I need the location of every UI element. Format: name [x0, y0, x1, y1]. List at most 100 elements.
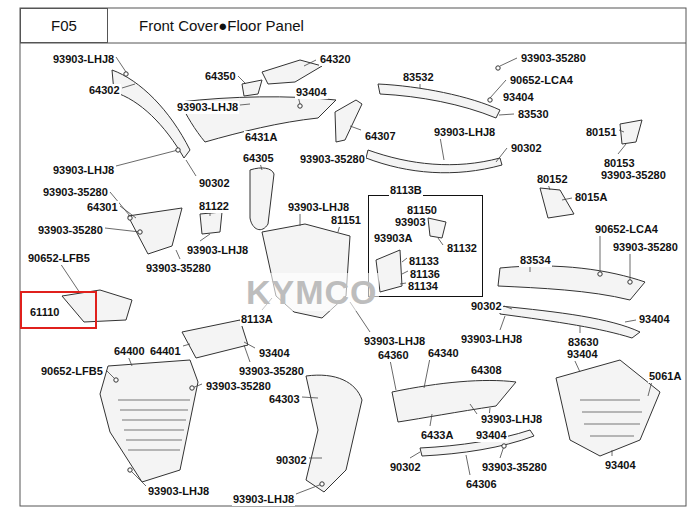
- callout-number: 90652-LFB5: [27, 252, 91, 265]
- callout-number: 93404: [566, 348, 599, 361]
- leader-line: [580, 326, 581, 333]
- callout-number: 64320: [319, 53, 352, 66]
- callout-number: 90302: [510, 142, 543, 155]
- callout-number: 90302: [470, 300, 503, 313]
- front-grille: [100, 360, 198, 482]
- callout-number: 81151: [330, 214, 362, 227]
- screw: [138, 230, 142, 234]
- part-number: 81132: [446, 242, 478, 255]
- grille-slat: [590, 436, 634, 437]
- floor-strip: [420, 430, 534, 456]
- leader-line: [183, 344, 190, 346]
- floor-side: [306, 375, 362, 492]
- sheet-frame: [20, 8, 686, 506]
- callout-number: 93404: [475, 429, 508, 442]
- leader-line: [176, 250, 180, 259]
- leader-line: [424, 358, 430, 388]
- grille-slat: [118, 400, 190, 401]
- callout-number: 64305: [242, 152, 275, 165]
- screw: [298, 104, 302, 108]
- leader-line: [600, 234, 601, 272]
- part-group-box: 8113B811509390393903A8113281133811368113…: [368, 195, 483, 297]
- leader-line: [244, 345, 250, 362]
- callout-number: 93903-LHJ8: [186, 244, 249, 257]
- inner-cover: [128, 208, 182, 254]
- leader-line: [440, 137, 444, 160]
- callout-number: 64302: [88, 84, 121, 97]
- diagram-title: Front Cover●Floor Panel: [138, 17, 305, 35]
- callout-number: 93903-LHJ8: [52, 164, 115, 177]
- callout-number: 90302: [198, 177, 231, 190]
- callout-number: 83530: [517, 108, 550, 121]
- leader-line: [504, 306, 512, 309]
- screw: [598, 272, 602, 276]
- callout-number: 93404: [604, 459, 637, 472]
- callout-number: 93903-LHJ8: [232, 493, 295, 506]
- highlighted-part: [62, 290, 132, 322]
- grille-slat: [582, 412, 642, 413]
- callout-number: 8113A: [240, 313, 274, 326]
- leader-line: [296, 484, 322, 494]
- callout-number: 64400: [113, 345, 146, 358]
- section-code: F05: [50, 17, 78, 35]
- leader-line: [300, 212, 301, 226]
- small-cover: [242, 80, 262, 96]
- screw: [176, 148, 180, 152]
- leader-line: [466, 455, 470, 475]
- callout-number: 64303: [268, 393, 301, 406]
- side-panel: [498, 266, 645, 300]
- callout-number: 6433A: [420, 429, 454, 442]
- leader-line: [562, 198, 572, 200]
- screw: [190, 386, 194, 390]
- callout-number: 93404: [638, 313, 671, 326]
- part-number: 93903A: [373, 232, 414, 245]
- callout-number: 90652-LCA4: [594, 223, 659, 236]
- highlight-box: 61110: [20, 291, 97, 329]
- screw: [128, 216, 132, 220]
- trim-strip: [335, 100, 362, 142]
- leader-line: [500, 58, 517, 66]
- callout-number: 93903-35280: [238, 365, 305, 378]
- header-rule: [20, 43, 686, 44]
- callout-number: 81122: [198, 200, 230, 213]
- leader-line: [350, 126, 361, 130]
- leader-line: [500, 316, 505, 330]
- callout-number: 93903-35280: [205, 380, 272, 393]
- grille-slat: [126, 440, 182, 441]
- leader-line: [470, 404, 477, 414]
- callout-number: 64350: [204, 70, 237, 83]
- leader-line: [116, 150, 178, 166]
- part-number: 81133: [408, 255, 440, 268]
- leader-line: [238, 76, 246, 84]
- leader-line: [116, 57, 126, 72]
- callout-number: 93903-35280: [42, 186, 109, 199]
- grille-slat: [584, 424, 640, 425]
- leader-line: [410, 452, 420, 458]
- grille-slat: [120, 410, 188, 411]
- hook-piece: [428, 218, 446, 238]
- watermark: KYMCO: [245, 273, 379, 311]
- callout-number: 93903-35280: [520, 52, 587, 65]
- callout-number: 6431A: [244, 131, 278, 144]
- side-cover: [112, 70, 190, 158]
- callout-number: 83532: [402, 71, 435, 84]
- grille-slat: [580, 400, 640, 401]
- hook-piece: [376, 250, 402, 292]
- leader-line: [244, 342, 255, 348]
- leader-line: [625, 320, 636, 322]
- callout-number: 8015A: [574, 191, 608, 204]
- leader-line: [496, 148, 507, 162]
- callout-number: 64301: [86, 201, 119, 214]
- callout-number: 93903-LHJ8: [287, 201, 350, 214]
- screw: [496, 66, 500, 70]
- leader-line: [618, 144, 626, 154]
- leader-line: [130, 470, 146, 486]
- callout-number: 93903-LHJ8: [480, 413, 543, 426]
- screw: [628, 280, 632, 284]
- part-number: 93903: [394, 216, 427, 229]
- callout-number: 64340: [427, 347, 460, 360]
- callout-number: 90302: [275, 454, 308, 467]
- leader-line: [612, 450, 613, 456]
